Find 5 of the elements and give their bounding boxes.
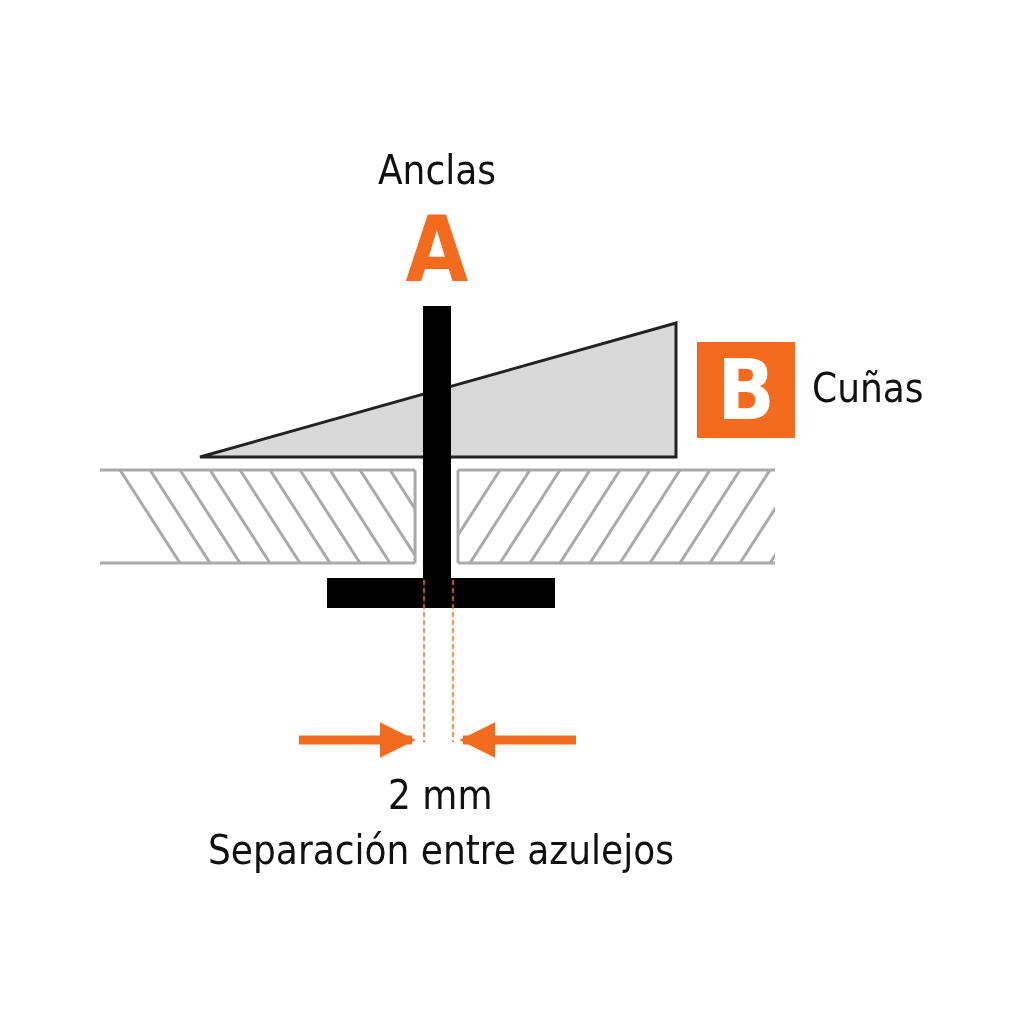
part-letter: A — [405, 205, 469, 295]
part-label: Cuñas — [812, 368, 924, 408]
part-label: Anclas — [378, 150, 496, 190]
part-letter: B — [717, 348, 775, 432]
dimension-label: 2 mm — [388, 775, 493, 815]
